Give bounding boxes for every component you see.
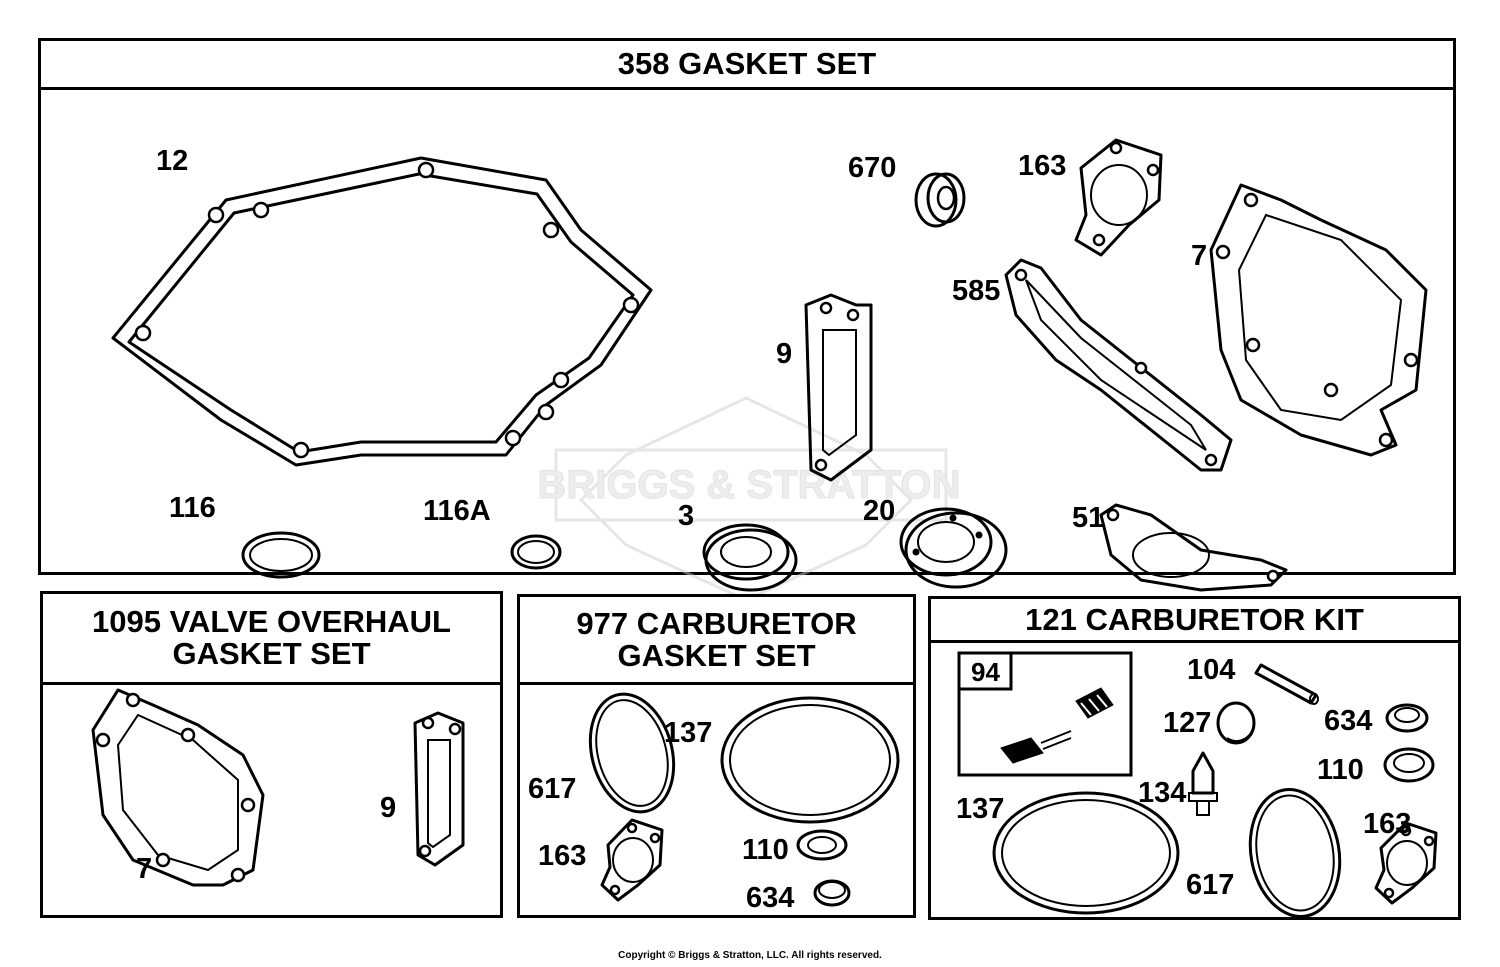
inset-94-box: 94 bbox=[957, 651, 1133, 777]
carb-kit-diagram: 94 bbox=[931, 643, 1458, 918]
valve-overhaul-drawing: 9 7 bbox=[91, 688, 465, 887]
gasket-set-diagram: BRIGGS & STRATTON bbox=[41, 90, 1453, 602]
part-7-head-gasket bbox=[1209, 183, 1428, 457]
callout-12: 12 bbox=[156, 145, 188, 177]
part-51-gasket bbox=[1099, 503, 1288, 592]
part-12-crankcase-gasket bbox=[111, 156, 653, 467]
part-134-inlet-needle bbox=[1188, 751, 1218, 816]
callout-104: 104 bbox=[1187, 654, 1235, 686]
callout-585: 585 bbox=[952, 275, 1000, 307]
watermark-logo: BRIGGS & STRATTON bbox=[537, 396, 961, 602]
callout-7: 7 bbox=[136, 853, 152, 885]
callout-9: 9 bbox=[776, 338, 792, 370]
callout-634: 634 bbox=[1324, 705, 1372, 737]
part-163-gasket bbox=[1374, 821, 1438, 905]
carb-gasket-set-drawing: 137 617 163 110 634 bbox=[528, 692, 900, 914]
callout-617: 617 bbox=[1186, 869, 1234, 901]
part-585-gasket bbox=[1004, 258, 1233, 472]
callout-7: 7 bbox=[1191, 240, 1207, 272]
part-127-plug bbox=[1216, 701, 1256, 745]
callout-20: 20 bbox=[863, 495, 895, 527]
part-137-gasket bbox=[992, 791, 1180, 915]
callout-3: 3 bbox=[678, 500, 694, 532]
carb-gasket-set-title-line1: 977 CARBURETOR bbox=[576, 605, 857, 641]
part-116a-oring bbox=[510, 534, 562, 570]
valve-overhaul-title-line1: 1095 VALVE OVERHAUL bbox=[92, 604, 451, 639]
part-163-gasket bbox=[1074, 138, 1163, 257]
part-116-oring bbox=[241, 531, 321, 579]
callout-163: 163 bbox=[1018, 150, 1066, 182]
callout-670: 670 bbox=[848, 152, 896, 184]
valve-overhaul-diagram: 9 7 bbox=[43, 685, 500, 915]
part-9-gasket bbox=[804, 293, 873, 482]
carb-kit-drawing: 94 bbox=[956, 651, 1438, 918]
watermark-text: BRIGGS & STRATTON bbox=[538, 463, 961, 507]
part-137-gasket bbox=[720, 696, 900, 824]
gasket-set-panel: 358 GASKET SET BRIGGS & STRATTON bbox=[38, 38, 1456, 602]
gasket-set-drawing: BRIGGS & STRATTON bbox=[111, 138, 1428, 602]
callout-51: 51 bbox=[1072, 502, 1104, 534]
valve-overhaul-header: 1095 VALVE OVERHAUL GASKET SET bbox=[43, 594, 500, 685]
callout-137: 137 bbox=[956, 793, 1004, 825]
callout-110: 110 bbox=[1317, 754, 1364, 786]
callout-617: 617 bbox=[528, 773, 576, 805]
carb-gasket-set-header: 977 CARBURETOR GASKET SET bbox=[520, 597, 913, 685]
part-110-washer bbox=[1383, 747, 1435, 783]
part-617-oring bbox=[588, 692, 676, 814]
part-670-seal bbox=[914, 172, 966, 228]
valve-overhaul-title-line2: GASKET SET bbox=[172, 636, 371, 671]
inset-94-label: 94 bbox=[971, 657, 1000, 687]
gasket-set-title: 358 GASKET SET bbox=[617, 46, 877, 81]
copyright-notice: Copyright © Briggs & Stratton, LLC. All … bbox=[618, 950, 882, 961]
callout-134: 134 bbox=[1138, 777, 1186, 809]
part-617-oring bbox=[1248, 788, 1342, 918]
callout-116: 116 bbox=[169, 492, 216, 524]
carb-gasket-set-diagram: 137 617 163 110 634 bbox=[520, 685, 913, 915]
part-7-head-gasket bbox=[91, 688, 265, 887]
part-634-washer bbox=[813, 879, 851, 907]
gasket-set-header: 358 GASKET SET bbox=[41, 41, 1453, 90]
part-104-pin bbox=[1254, 663, 1319, 705]
carb-gasket-set-title-line2: GASKET SET bbox=[617, 637, 816, 673]
callout-163: 163 bbox=[538, 840, 586, 872]
carb-kit-title: 121 CARBURETOR KIT bbox=[1025, 601, 1364, 637]
carb-gasket-set-panel: 977 CARBURETOR GASKET SET bbox=[517, 594, 916, 918]
carb-kit-panel: 121 CARBURETOR KIT 94 bbox=[928, 596, 1461, 920]
callout-137: 137 bbox=[664, 717, 712, 749]
part-634-washer bbox=[1385, 703, 1429, 733]
callout-634: 634 bbox=[746, 882, 794, 914]
callout-163: 163 bbox=[1363, 808, 1411, 840]
part-94-mixture-screw bbox=[1000, 730, 1072, 764]
part-3-oil-seal bbox=[702, 523, 798, 592]
part-9-gasket bbox=[413, 711, 465, 867]
callout-9: 9 bbox=[380, 792, 396, 824]
callout-127: 127 bbox=[1163, 707, 1211, 739]
valve-overhaul-panel: 1095 VALVE OVERHAUL GASKET SET 9 bbox=[40, 591, 503, 918]
part-20-oil-seal bbox=[899, 507, 1008, 589]
callout-110: 110 bbox=[742, 834, 789, 866]
part-163-gasket bbox=[600, 818, 664, 902]
carb-kit-header: 121 CARBURETOR KIT bbox=[931, 599, 1458, 643]
part-110-washer bbox=[796, 829, 848, 861]
callout-116a: 116A bbox=[423, 495, 491, 527]
part-94-spring bbox=[1075, 687, 1114, 719]
